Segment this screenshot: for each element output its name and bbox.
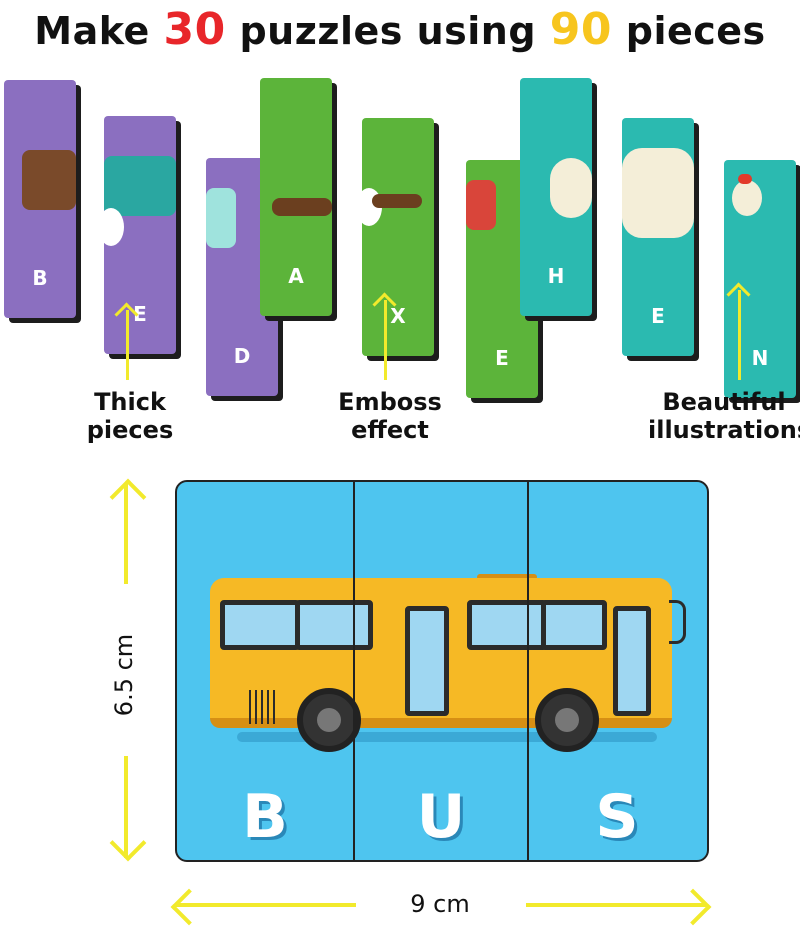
piece-letter: E [495,346,509,370]
wheel-icon [297,688,361,752]
axe-head-illustration [466,180,496,230]
bus-shadow [237,732,657,742]
blanket-illustration [104,156,176,216]
piece-divider [353,482,355,860]
bus-window [295,600,373,650]
width-arrow-right [526,903,706,907]
bus-door [613,606,651,716]
axe-handle-illustration [372,194,422,208]
piece-letter: D [233,344,251,368]
piece-notch [98,208,124,246]
bus-window [541,600,607,650]
piece-letter: E [133,302,147,326]
piece-divider [527,482,529,860]
pieces-count: 90 [549,4,613,55]
piece-letter: B [32,266,48,290]
wheel-icon [535,688,599,752]
hen-comb-illustration [738,174,752,184]
piece-letter: H [547,264,565,288]
width-arrow-left [176,903,356,907]
piece-bed-1: B [4,80,76,318]
bus-mirror [669,600,686,644]
bus-window [467,600,547,650]
headline-prefix: Make [34,9,164,53]
hen-head-illustration [732,180,762,216]
bed-illustration [22,150,76,210]
bus-letter-u: U [416,782,466,852]
bus-roof-vent [477,574,537,580]
callout-beautiful-illustrations: Beautiful illustrations [648,388,800,444]
bus-window [220,600,300,650]
bus-door [405,606,449,716]
piece-hen-3: N [724,160,796,398]
headline: Make 30 puzzles using 90 pieces [0,4,800,55]
headline-suffix: pieces [612,9,766,53]
piece-axe-2: X [356,118,434,356]
bus-letter-s: S [595,782,639,852]
hen-wing-illustration [622,148,694,238]
piece-axe-1: A [260,78,332,316]
piece-letter: N [751,346,769,370]
arrow-right-icon [674,888,712,926]
piece-bed-2: E [98,116,176,354]
piece-hen-1: H [520,78,592,316]
height-arrow-top [124,484,128,584]
headline-middle: puzzles using [225,9,550,53]
piece-letter: X [390,304,406,328]
arrow-down-icon [109,824,147,862]
hen-body-illustration [550,158,592,218]
piece-letter: A [288,264,304,288]
height-label: 6.5 cm [110,633,138,717]
callout-thick-pieces: Thick pieces [86,388,174,444]
arrow-up-icon [109,478,147,516]
pillow-illustration [206,188,236,248]
puzzles-count: 30 [163,4,226,55]
piece-hen-2: E [616,118,694,356]
axe-handle-illustration [272,198,332,216]
arrow-left-icon [170,888,208,926]
piece-letter: E [651,304,665,328]
bus-letter-b: B [242,782,288,852]
arrow-up-icon [384,300,387,380]
callout-emboss-effect: Emboss effect [338,388,442,444]
bus-grill [249,690,275,724]
arrow-up-icon [126,310,129,380]
bus-puzzle: B U S [175,480,709,862]
puzzle-pieces-row: B E D A X E H E N [0,70,800,398]
width-label: 9 cm [410,890,470,918]
height-arrow-bottom [124,756,128,858]
arrow-up-icon [738,290,741,380]
